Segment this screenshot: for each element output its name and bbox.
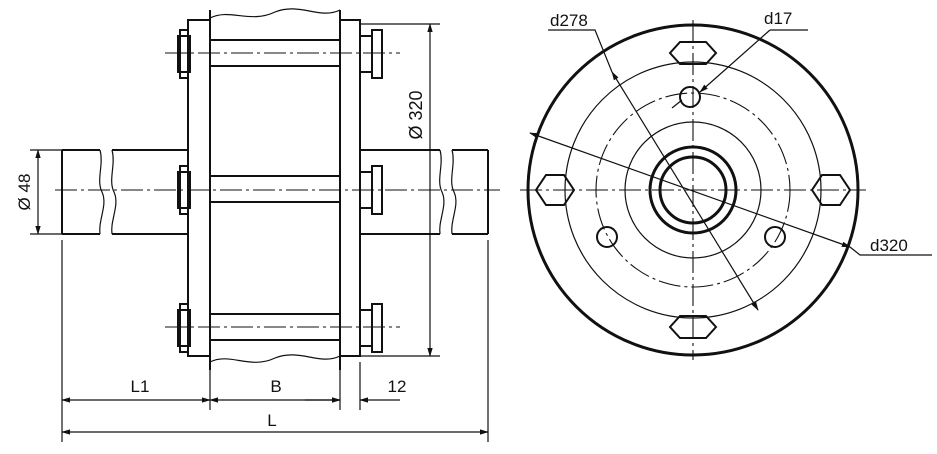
dim-flange-diameter: Ø 320 <box>360 23 440 357</box>
shaft-left <box>61 149 188 235</box>
dim-shaft-diameter: Ø 48 <box>15 149 62 235</box>
outer-diameter-label: d320 <box>870 236 908 255</box>
shaft-diameter-label: Ø 48 <box>15 174 34 211</box>
side-view: Ø 48 Ø 320 L1 B 12 L <box>15 8 500 442</box>
flange-diameter-label: Ø 320 <box>406 90 426 139</box>
dim-12-label: 12 <box>388 377 407 396</box>
hole-label: d17 <box>764 9 792 28</box>
bolt-circle-label: d278 <box>550 11 588 30</box>
bolt-hole-left <box>596 226 618 248</box>
flange-right <box>339 19 361 357</box>
shaft-right <box>360 149 489 235</box>
dim-hole: d17 <box>671 9 808 109</box>
dim-chain-bottom: L1 B 12 L <box>61 240 489 442</box>
dim-bolt-circle: d278 <box>548 11 759 311</box>
flange-left <box>187 19 211 357</box>
hex-nut-top <box>668 41 718 65</box>
dim-outer-diameter: d320 <box>529 132 932 256</box>
dim-l-label: L <box>267 411 276 430</box>
hex-nut-bottom <box>668 315 718 339</box>
dim-b-label: B <box>270 377 281 396</box>
bolt-hole-top <box>679 86 701 108</box>
bolt-hole-right <box>764 226 786 248</box>
middle-web <box>209 8 341 370</box>
front-view: d278 d17 d320 <box>520 9 932 360</box>
dim-l1-label: L1 <box>131 377 150 396</box>
